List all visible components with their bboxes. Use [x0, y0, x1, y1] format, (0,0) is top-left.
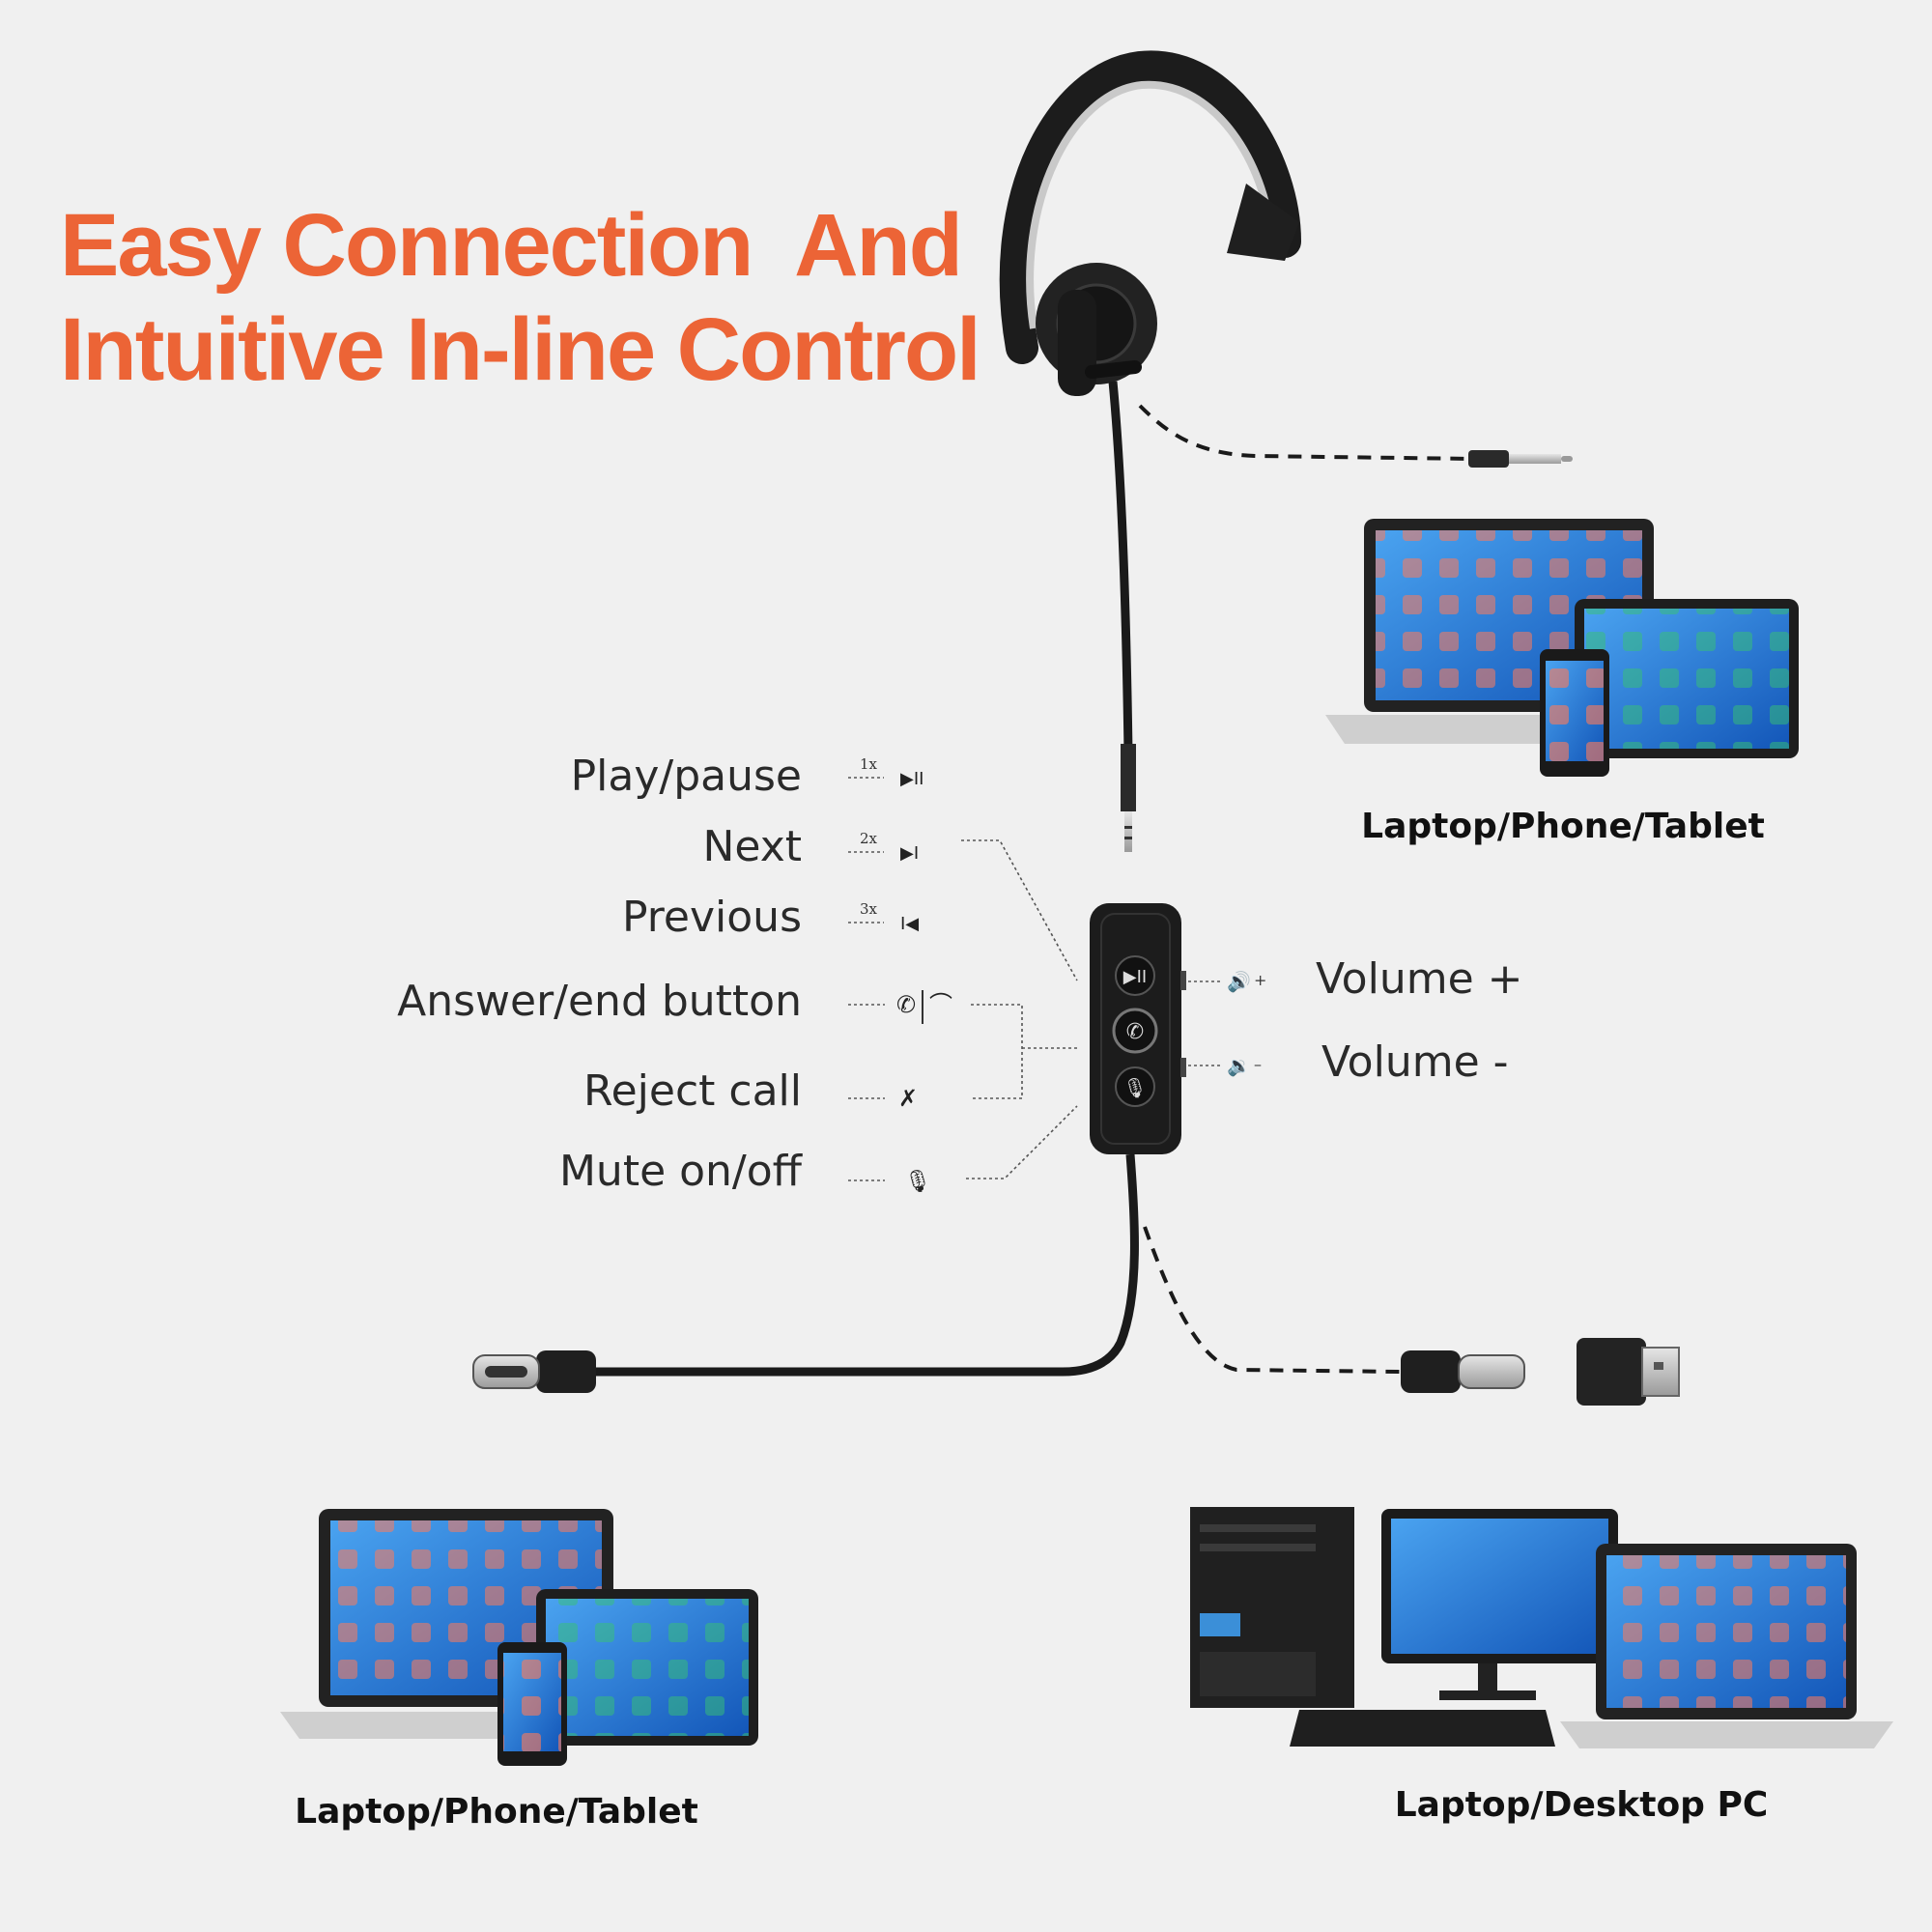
- svg-text:⌒: ⌒: [929, 991, 952, 1018]
- leader-lines: [848, 777, 1222, 1181]
- label-volume-up: Volume +: [1316, 954, 1523, 1004]
- device-group-bottom-right: [1190, 1507, 1893, 1748]
- press-count-1: 1x: [860, 755, 878, 773]
- device-group-bottom-left: [280, 1509, 758, 1766]
- headline-line-2: Intuitive In-line Control: [60, 300, 981, 399]
- usb-c-plug: [472, 1350, 596, 1393]
- headset: [999, 50, 1301, 852]
- svg-text:🎙: 🎙: [904, 1170, 931, 1194]
- svg-text:▶II: ▶II: [900, 769, 923, 789]
- svg-text:✆: ✆: [1126, 1020, 1144, 1044]
- svg-text:✗: ✗: [898, 1085, 918, 1112]
- volume-down-sign: –: [1254, 1055, 1262, 1073]
- volume-up-sign: +: [1254, 971, 1267, 989]
- svg-text:▶I: ▶I: [900, 843, 919, 864]
- svg-text:🔉: 🔉: [1227, 1054, 1251, 1077]
- svg-text:✆: ✆: [896, 991, 916, 1018]
- svg-text:▶II: ▶II: [1123, 967, 1147, 987]
- svg-text:I◀: I◀: [900, 914, 919, 934]
- label-answer-end: Answer/end button: [397, 977, 802, 1026]
- label-reject-call: Reject call: [583, 1066, 802, 1116]
- svg-text:🔊: 🔊: [1227, 970, 1251, 993]
- inline-control: ▶II ✆ 🎙: [1090, 903, 1186, 1154]
- label-previous: Previous: [622, 893, 802, 942]
- label-mute: Mute on/off: [558, 1147, 802, 1196]
- svg-text:🎙: 🎙: [1122, 1076, 1147, 1099]
- press-count-2: 2x: [860, 830, 878, 847]
- usb-c-plug-2: [1401, 1350, 1525, 1393]
- function-glyphs: ▶II ▶I I◀ ✆ ⌒ ✗ 🎙 🔊 🔉: [896, 769, 1251, 1194]
- device-label-top-right: Laptop/Phone/Tablet: [1361, 807, 1765, 846]
- headline-line-1: Easy Connection And: [60, 196, 963, 295]
- usb-a-adapter: [1577, 1338, 1680, 1406]
- label-play-pause: Play/pause: [570, 752, 802, 801]
- device-group-top-right: [1325, 519, 1799, 777]
- press-count-3: 3x: [860, 900, 878, 918]
- device-label-bottom-right: Laptop/Desktop PC: [1394, 1785, 1769, 1825]
- device-label-bottom-left: Laptop/Phone/Tablet: [295, 1792, 698, 1832]
- headline: Easy Connection And Intuitive In-line Co…: [60, 193, 981, 402]
- aux-plug: [1468, 450, 1509, 468]
- label-volume-down: Volume -: [1321, 1037, 1509, 1087]
- label-next: Next: [702, 822, 802, 871]
